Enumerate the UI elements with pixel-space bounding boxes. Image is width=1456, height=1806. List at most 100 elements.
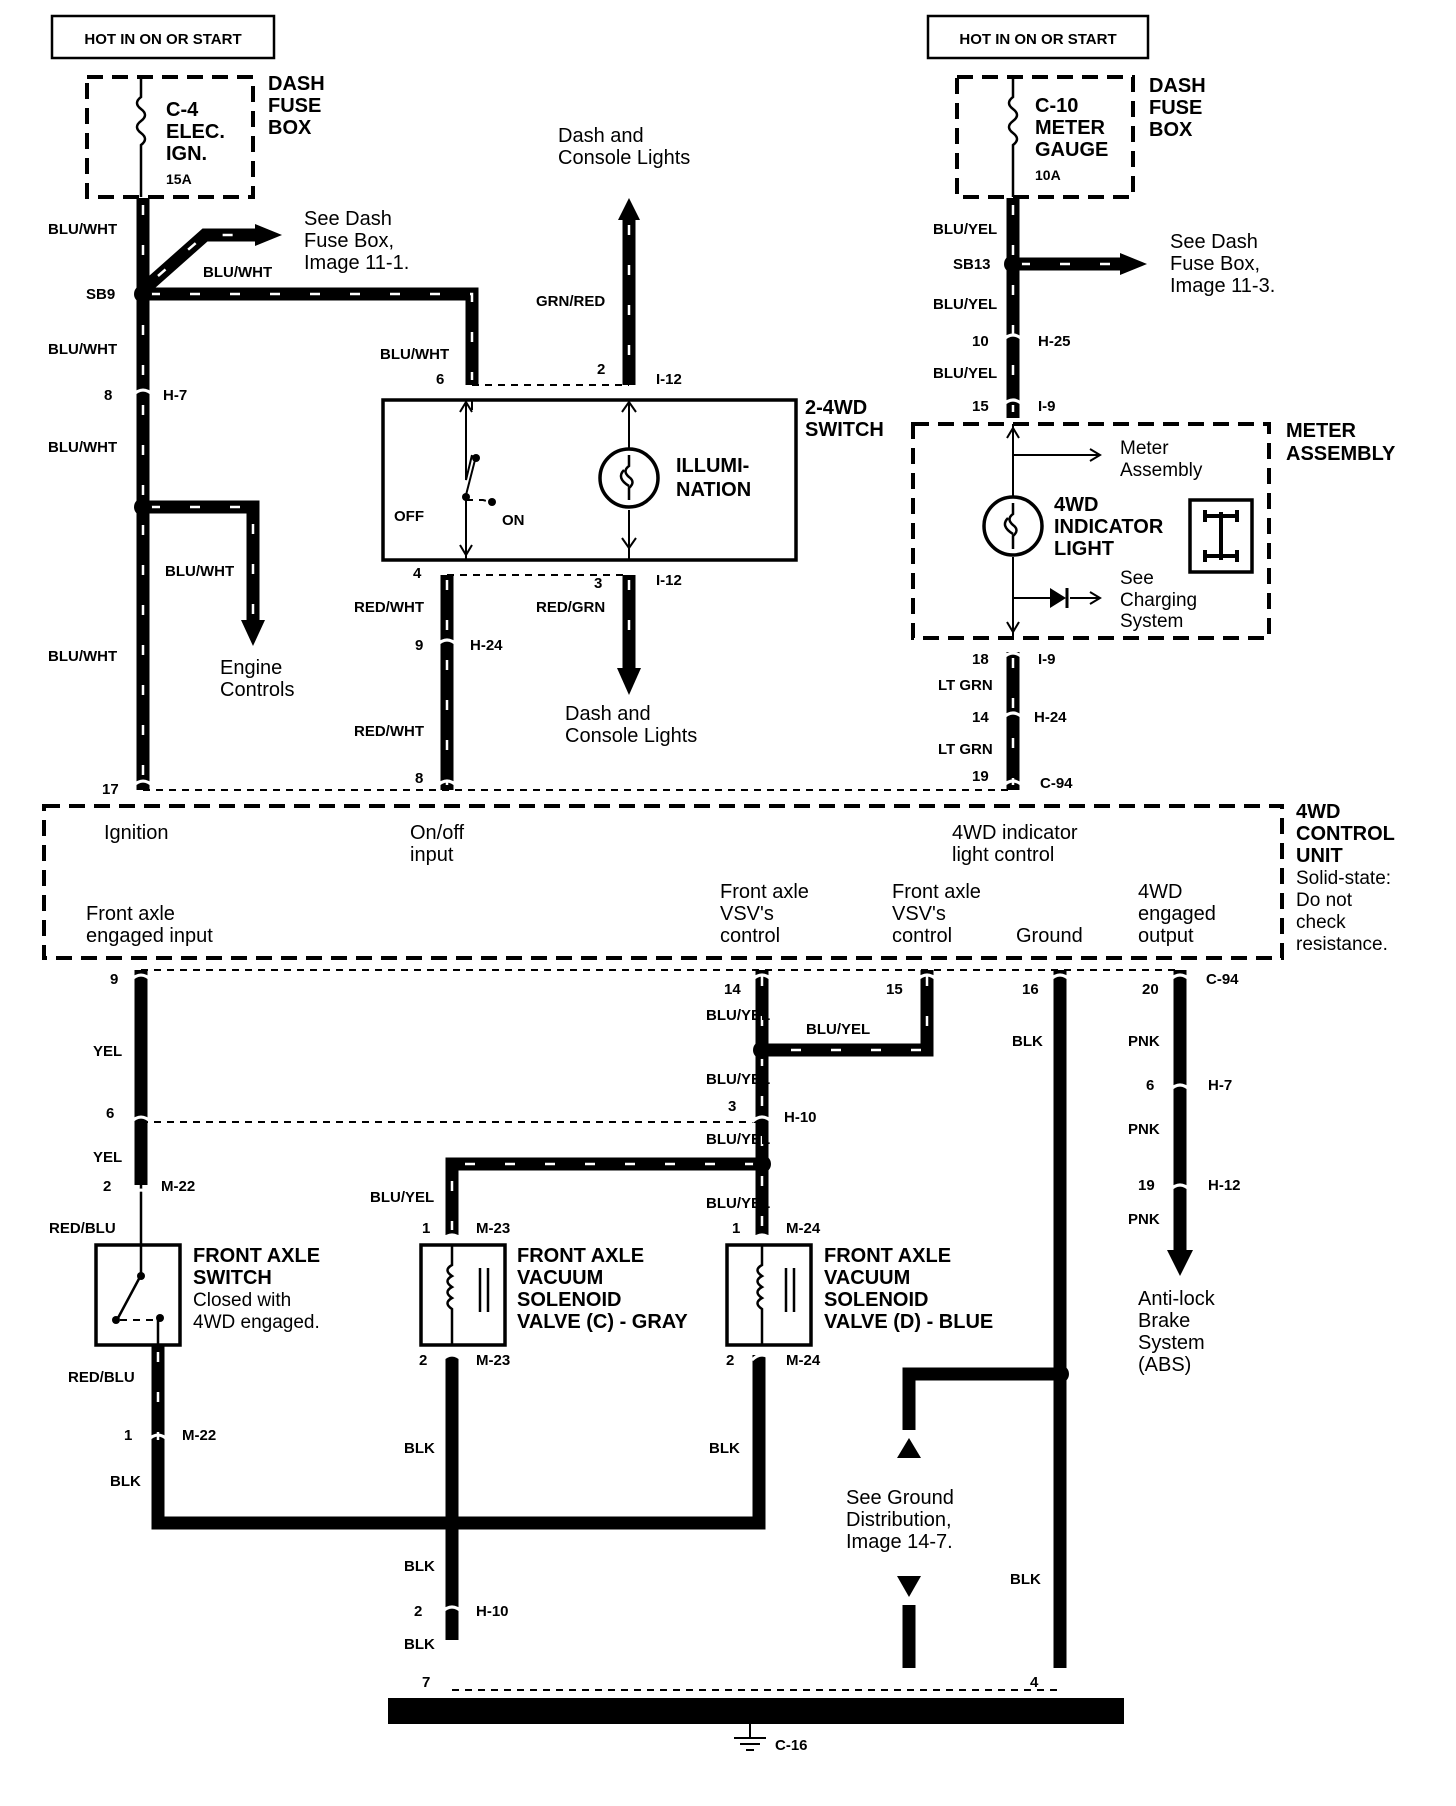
- fa-switch-note-1: Closed with: [193, 1290, 291, 1311]
- connector-h7-right: H-7: [1208, 1077, 1232, 1094]
- pin-m24-2: 2: [726, 1352, 734, 1369]
- pin-c94-19: 19: [972, 768, 989, 785]
- wire-label-blu-wht-3: BLU/WHT: [48, 439, 117, 456]
- cu-vsv1-label-1: Front axle: [720, 881, 809, 903]
- ref-ground-dist-2: Distribution,: [846, 1509, 952, 1531]
- wire-label-blk-6: BLK: [1012, 1033, 1043, 1050]
- ground-bus: C-16: [388, 1698, 1124, 1754]
- illumination-label-2: NATION: [676, 479, 751, 501]
- wire-label-blu-yel-8: BLU/YEL: [706, 1195, 770, 1212]
- pin-h25-10: 10: [972, 333, 989, 350]
- wire-label-blu-yel-9: BLU/YEL: [370, 1189, 434, 1206]
- valve-d-title-4: VALVE (D) - BLUE: [824, 1311, 993, 1333]
- ground-symbol-icon: [734, 1724, 766, 1751]
- cu-note-4: resistance.: [1296, 934, 1388, 955]
- splice-sb13-label: SB13: [953, 256, 991, 273]
- wire-label-lt-grn-2: LT GRN: [938, 741, 993, 758]
- splice-dot-vsv: [753, 1041, 771, 1059]
- wire-blu-wht-branch-fusebox: [138, 228, 255, 295]
- splice-dot-ground: [1051, 1365, 1069, 1383]
- wire-label-blk-5: BLK: [404, 1636, 435, 1653]
- connector-i9-top: I-9: [1038, 398, 1056, 415]
- wire-label-blk-7: BLK: [1010, 1571, 1041, 1588]
- splice-dot-valve: [753, 1155, 771, 1173]
- wire-label-red-blu-2: RED/BLU: [68, 1369, 135, 1386]
- cu-note-1: Solid-state:: [1296, 868, 1391, 889]
- arrow-down-dash-lights-icon: [617, 668, 641, 695]
- illumination-label-1: ILLUMI-: [676, 455, 749, 477]
- fuse-c4-number: C-4: [166, 99, 199, 121]
- wire-label-blu-wht-1: BLU/WHT: [48, 221, 117, 238]
- wire-label-blu-wht-5: BLU/WHT: [203, 264, 272, 281]
- ref-fusebox-11-1-line3: Image 11-1.: [304, 252, 409, 274]
- wire-label-blu-yel-4: BLU/YEL: [706, 1007, 770, 1024]
- cu-ignition-label: Ignition: [104, 822, 169, 844]
- wire-label-blk-3: BLK: [709, 1440, 740, 1457]
- valve-d-title-2: VACUUM: [824, 1267, 910, 1289]
- splice-sb9-label: SB9: [86, 286, 115, 303]
- wire-label-blu-wht-2: BLU/WHT: [48, 341, 117, 358]
- ref-dash-lights-bottom-2: Console Lights: [565, 725, 697, 747]
- charging-ref-1: See: [1120, 568, 1154, 589]
- connector-m22-bottom: M-22: [182, 1427, 216, 1444]
- cu-output-label-3: output: [1138, 925, 1194, 947]
- connector-h10-top: H-10: [784, 1109, 817, 1126]
- ref-abs-3: System: [1138, 1332, 1205, 1354]
- wire-label-blu-yel-2: BLU/YEL: [933, 296, 997, 313]
- wire-label-blu-yel-6: BLU/YEL: [706, 1071, 770, 1088]
- pin-c94-15: 15: [886, 981, 903, 998]
- wire-label-blu-yel-3: BLU/YEL: [933, 365, 997, 382]
- pin-h24-14: 14: [972, 709, 989, 726]
- pin-h10-6: 6: [106, 1105, 114, 1122]
- wire-label-red-wht-2: RED/WHT: [354, 723, 424, 740]
- wire-label-red-wht-1: RED/WHT: [354, 599, 424, 616]
- wire-label-yel-1: YEL: [93, 1043, 122, 1060]
- fuse-c4-name-2: IGN.: [166, 143, 207, 165]
- cu-front-axle-input-1: Front axle: [86, 903, 175, 925]
- fuse-box-right-label-1: DASH: [1149, 75, 1206, 97]
- pin-c94-17: 17: [102, 781, 119, 798]
- connector-c16-label: C-16: [775, 1737, 808, 1754]
- wire-label-blu-wht-6: BLU/WHT: [380, 346, 449, 363]
- cu-vsv2-label-1: Front axle: [892, 881, 981, 903]
- wire-label-blk-2: BLK: [404, 1440, 435, 1457]
- ref-dash-lights-top-2: Console Lights: [558, 147, 690, 169]
- pin-m24-1: 1: [732, 1220, 740, 1237]
- cu-onoff-label-1: On/off: [410, 822, 465, 844]
- fuse-box-left-label-3: BOX: [268, 117, 312, 139]
- cu-title-2: CONTROL: [1296, 823, 1395, 845]
- wire-label-blu-yel-5: BLU/YEL: [806, 1021, 870, 1038]
- hot-label-right: HOT IN ON OR START: [926, 14, 1150, 60]
- charging-ref-3: System: [1120, 611, 1183, 632]
- ref-fusebox-11-1-line1: See Dash: [304, 208, 392, 230]
- cu-indicator-label-2: light control: [952, 844, 1054, 866]
- connector-h25: H-25: [1038, 333, 1071, 350]
- valve-d-title-1: FRONT AXLE: [824, 1245, 951, 1267]
- indicator-light-label-1: 4WD: [1054, 494, 1098, 516]
- cu-output-label-1: 4WD: [1138, 881, 1182, 903]
- meter-assembly: 4WD INDICATOR LIGHT Meter Assembly See C…: [911, 420, 1396, 640]
- valve-c-title-3: SOLENOID: [517, 1289, 621, 1311]
- valve-d-title-3: SOLENOID: [824, 1289, 928, 1311]
- fuse-box-right-label-2: FUSE: [1149, 97, 1202, 119]
- connector-h12: H-12: [1208, 1177, 1241, 1194]
- indicator-light-label-3: LIGHT: [1054, 538, 1114, 560]
- cu-note-2: Do not: [1296, 890, 1353, 911]
- switch-title-1: 2-4WD: [805, 397, 867, 419]
- pin-c94-14: 14: [724, 981, 741, 998]
- fuse-c4-name-1: ELEC.: [166, 121, 225, 143]
- pin-h10-3: 3: [728, 1098, 736, 1115]
- wire-blu-yel-jumper: [762, 970, 934, 1057]
- wire-label-blu-wht-7: BLU/WHT: [165, 563, 234, 580]
- wire-label-blu-wht-4: BLU/WHT: [48, 648, 117, 665]
- pin-c94-16: 16: [1022, 981, 1039, 998]
- connector-bridges: [141, 384, 1180, 1691]
- pin-m22-1: 1: [124, 1427, 132, 1444]
- wire-label-grn-red: GRN/RED: [536, 293, 605, 310]
- cu-front-axle-input-2: engaged input: [86, 925, 213, 947]
- switch-off-label: OFF: [394, 508, 424, 525]
- indicator-light-label-2: INDICATOR: [1054, 516, 1164, 538]
- fuse-box-left-label-1: DASH: [268, 73, 325, 95]
- switch-on-label: ON: [502, 512, 525, 529]
